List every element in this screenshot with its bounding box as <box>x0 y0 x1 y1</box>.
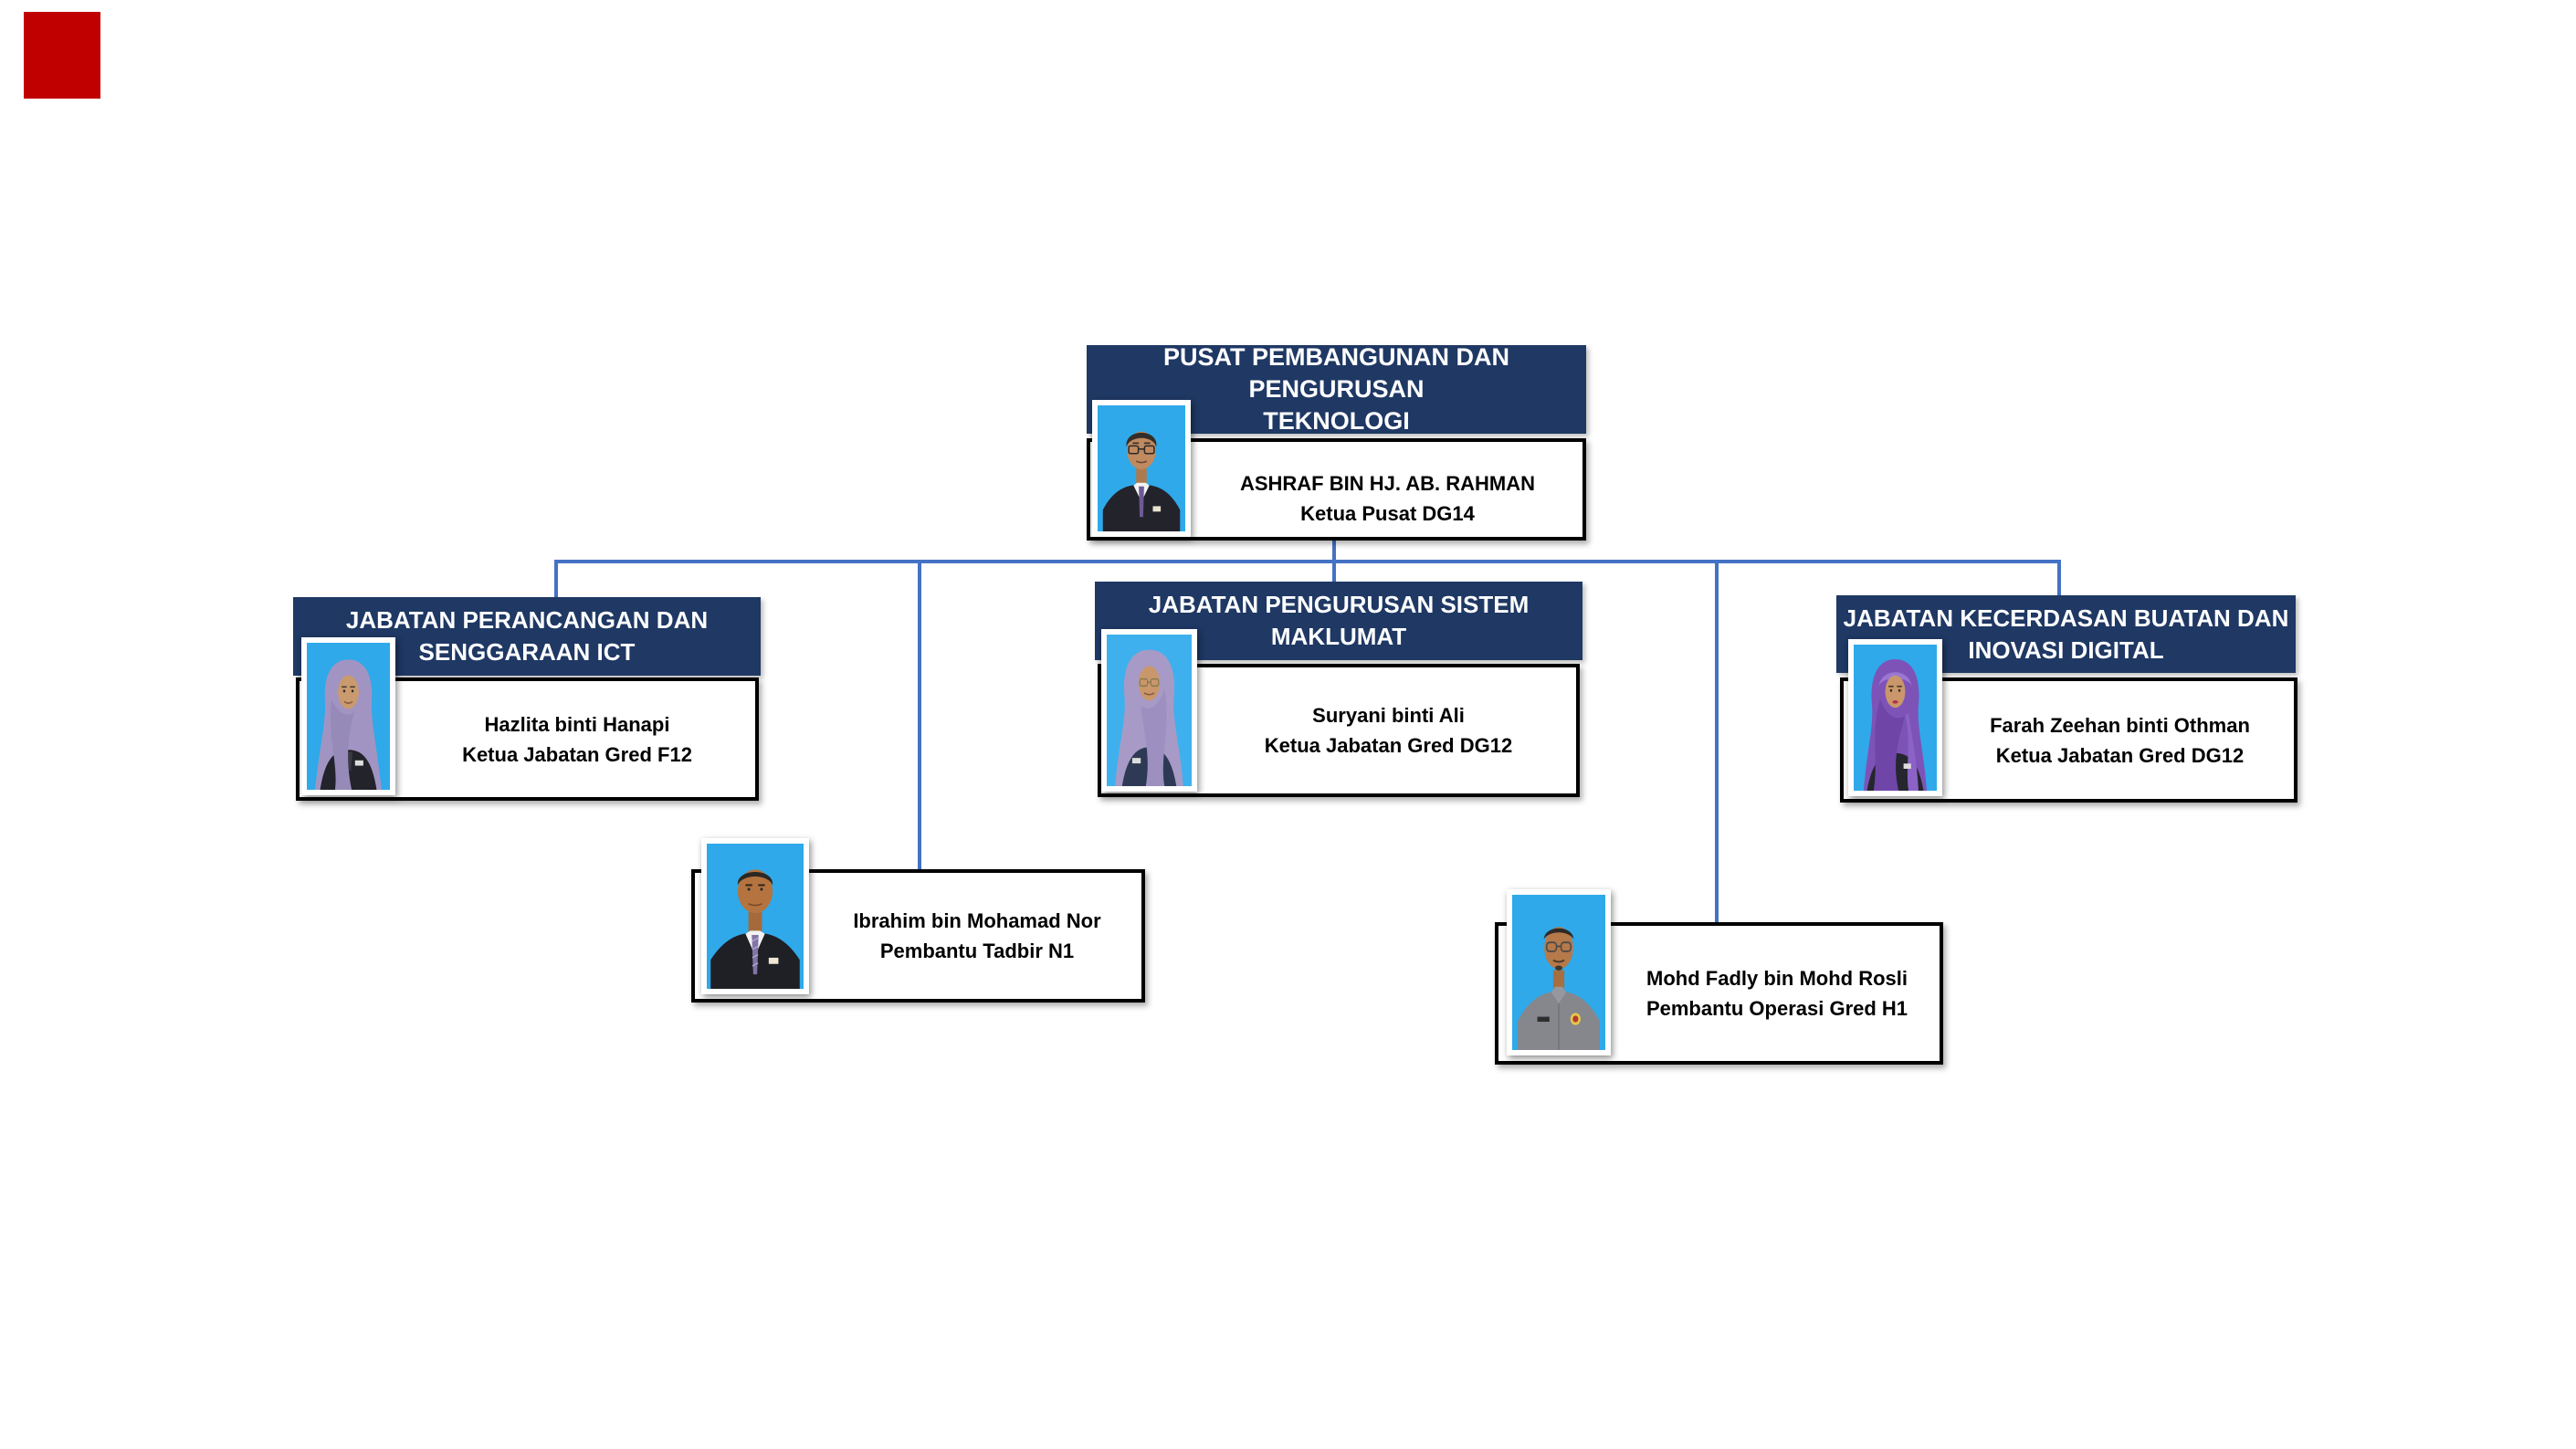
photo-hazlita <box>301 637 395 795</box>
connector-horizontal-main <box>554 560 2061 563</box>
root-title-line1: PUSAT PEMBANGUNAN DAN PENGURUSAN <box>1162 343 1509 403</box>
dept3-person-name: Farah Zeehan binti Othman <box>1990 713 2250 737</box>
photo-ibrahim <box>701 838 809 994</box>
dept1-title-line2: SENGGARAAN ICT <box>418 638 636 666</box>
root-person-text: ASHRAF BIN HJ. AB. RAHMAN Ketua Pusat DG… <box>1193 450 1582 529</box>
dept2-person-role: Ketua Jabatan Gred DG12 <box>1264 734 1513 757</box>
photo-fadly <box>1507 889 1611 1055</box>
dept2-person-text: Suryani binti Ali Ketua Jabatan Gred DG1… <box>1201 700 1576 761</box>
staff2-person-name: Mohd Fadly bin Mohd Rosli <box>1646 967 1908 990</box>
dept1-person-text: Hazlita binti Hanapi Ketua Jabatan Gred … <box>399 709 755 770</box>
staff2-person-role: Pembantu Operasi Gred H1 <box>1645 997 1908 1020</box>
staff1-person-name: Ibrahim bin Mohamad Nor <box>853 909 1101 932</box>
root-title-line2: TEKNOLOGI <box>1263 407 1410 435</box>
staff2-person-text: Mohd Fadly bin Mohd Rosli Pembantu Opera… <box>1614 963 1940 1024</box>
photo-farah <box>1848 639 1942 796</box>
staff1-person-role: Pembantu Tadbir N1 <box>879 940 1075 962</box>
dept3-title-line1: JABATAN KECERDASAN BUATAN DAN <box>1843 604 2289 632</box>
staff1-person-text: Ibrahim bin Mohamad Nor Pembantu Tadbir … <box>813 906 1141 966</box>
red-marker-shape <box>24 12 100 99</box>
dept3-person-text: Farah Zeehan binti Othman Ketua Jabatan … <box>1946 710 2294 771</box>
root-person-role: Ketua Pusat DG14 <box>1300 502 1475 525</box>
dept1-title-box: JABATAN PERANCANGAN DAN SENGGARAAN ICT <box>293 597 761 676</box>
photo-suryani <box>1101 629 1197 792</box>
dept1-person-name: Hazlita binti Hanapi <box>484 712 670 736</box>
dept3-title-box: JABATAN KECERDASAN BUATAN DAN INOVASI DI… <box>1836 595 2296 673</box>
dept1-title-line1: JABATAN PERANCANGAN DAN <box>345 606 709 634</box>
root-person-name: ASHRAF BIN HJ. AB. RAHMAN <box>1239 472 1536 495</box>
connector-drop-staff1 <box>918 560 921 870</box>
photo-ashraf <box>1092 400 1191 537</box>
dept1-person-role: Ketua Jabatan Gred F12 <box>462 742 692 766</box>
dept2-person-name: Suryani binti Ali <box>1312 704 1465 727</box>
dept3-title-line2: INOVASI DIGITAL <box>1968 635 2164 664</box>
dept2-title-line1: JABATAN PENGURUSAN SISTEM <box>1148 591 1530 618</box>
connector-drop-dept3 <box>2057 560 2061 596</box>
connector-drop-staff2 <box>1715 560 1719 923</box>
dept3-person-role: Ketua Jabatan Gred DG12 <box>1995 743 2245 767</box>
dept2-title-line2: MAKLUMAT <box>1270 623 1407 650</box>
connector-drop-dept1 <box>554 560 558 598</box>
